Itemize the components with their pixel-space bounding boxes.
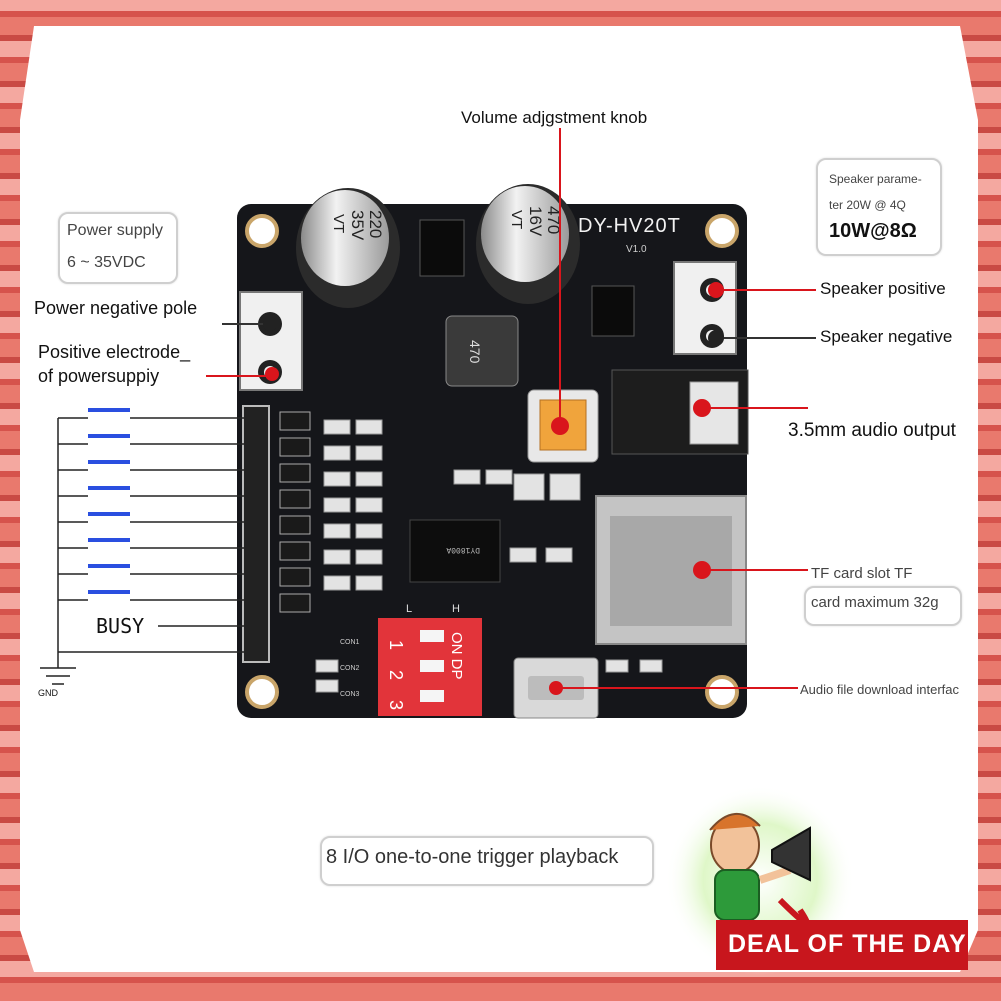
speaker-parameter-line1: Speaker parame- (829, 172, 922, 186)
speaker-parameter-line2: ter 20W @ 4Q (829, 198, 906, 212)
deal-badge-background (716, 920, 968, 970)
bottom-caption: 8 I/O one-to-one trigger playback (326, 846, 619, 868)
positive-electrode-label: Positive electrode_ (38, 342, 191, 362)
cap1-voltage: 35V (348, 210, 367, 241)
dip-1: 1 (386, 640, 406, 650)
trigger-buttons (40, 408, 258, 685)
pcb-board: 220 35V VT 470 16V VT DY-HV20T V1.0 470 (237, 184, 749, 719)
tf-card-box (804, 586, 962, 626)
cap1-value: 220 (366, 210, 385, 238)
main-chip (409, 519, 501, 583)
capacitor-470uf: 470 16V VT (476, 184, 580, 304)
megaphone-icon (771, 826, 811, 882)
speaker-negative-label: Speaker negative (820, 327, 953, 346)
inductor-value: 470 (467, 340, 483, 364)
board-version: V1.0 (626, 244, 647, 255)
capacitor-220uf: 220 35V VT (296, 188, 400, 308)
inductor (445, 315, 519, 387)
dip-high: H (452, 603, 460, 615)
dip-label: ON DP (448, 632, 465, 680)
mounting-hole (705, 214, 739, 248)
dip-2: 2 (386, 670, 406, 680)
ic-chip (419, 219, 465, 277)
speaker-positive-label: Speaker positive (820, 279, 946, 298)
power-supply-box (58, 212, 178, 284)
ic-chip (591, 285, 635, 337)
deal-of-the-day-badge: DEAL OF THE DAY (728, 930, 967, 958)
power-supply-label: Power supply (67, 222, 164, 239)
tf-card-label-1: TF card slot TF (811, 565, 913, 582)
tf-card-label-2: card maximum 32g (811, 594, 939, 611)
positive-electrode-label-2: of powersuppiy (38, 366, 160, 386)
mounting-hole (245, 214, 279, 248)
dip-3: 3 (386, 700, 406, 710)
cap2-vt: VT (508, 210, 525, 229)
annotation-pointers (206, 128, 816, 695)
cap2-voltage: 16V (526, 206, 545, 237)
volume-knob-label: Volume adjgstment knob (461, 108, 648, 127)
con1-label: CON1 (340, 639, 360, 646)
dip-low: L (406, 603, 412, 615)
power-supply-range: 6 ~ 35VDC (67, 254, 146, 271)
bottom-caption-box (320, 836, 654, 886)
con2-label: CON2 (340, 665, 360, 672)
cap1-vt: VT (330, 214, 347, 233)
con3-label: CON3 (340, 691, 360, 698)
cap2-value: 470 (544, 206, 563, 234)
chip-marking: DY1800A (446, 545, 480, 554)
diodes (279, 411, 311, 613)
mounting-hole (245, 675, 279, 709)
smd-components (315, 419, 663, 693)
audio-output-label: 3.5mm audio output (788, 420, 956, 441)
power-negative-label: Power negative pole (34, 298, 198, 318)
download-interface-label: Audio file download interfac (800, 682, 959, 697)
gnd-label: GND (38, 688, 58, 698)
mounting-hole (705, 675, 739, 709)
speaker-parameter-box (816, 158, 942, 256)
pin-header (242, 405, 270, 663)
speaker-parameter-line3: 10W@8Ω (829, 220, 917, 242)
board-model: DY-HV20T (578, 215, 681, 237)
busy-label: BUSY (96, 614, 145, 638)
